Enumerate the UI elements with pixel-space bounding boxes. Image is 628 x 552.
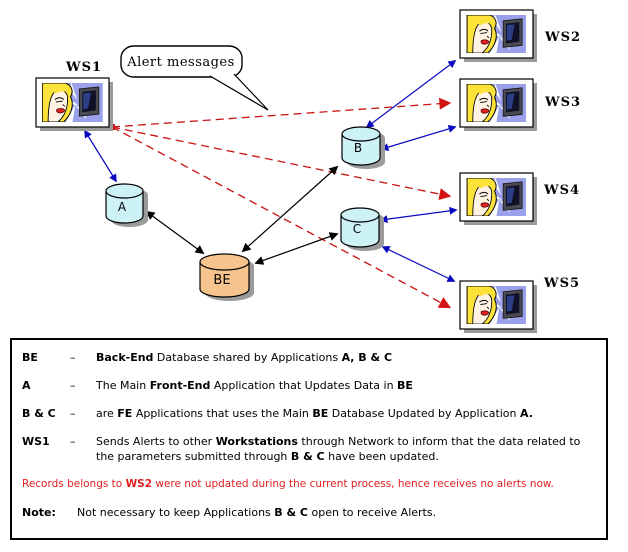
- legend-row-ws1: WS1 – Sends Alerts to other Workstations…: [22, 434, 598, 464]
- legend-term: WS1: [22, 435, 50, 448]
- network-diagram: Alert messages A B C BE: [35, 9, 581, 333]
- ws5-icon: [466, 286, 527, 324]
- database-b: B: [341, 126, 385, 169]
- legend-note-row: Note: Not necessary to keep Applications…: [22, 505, 598, 520]
- ws4-icon: [466, 178, 527, 216]
- legend-note-desc: Not necessary to keep Applications B & C…: [77, 506, 437, 519]
- ws4-label: WS4: [543, 183, 580, 198]
- legend-note-term: Note:: [22, 506, 56, 519]
- legend-row-bc: B & C – are FE Applications that uses th…: [22, 406, 598, 421]
- legend-desc: The Main Front-End Application that Upda…: [96, 379, 413, 392]
- database-be-label: BE: [213, 273, 230, 288]
- legend-term: B & C: [22, 407, 56, 420]
- ws3-icon: [466, 84, 527, 122]
- legend-dash: –: [70, 407, 76, 420]
- ws1-label: WS1: [65, 60, 102, 75]
- link-b-be: [241, 165, 339, 253]
- ws2-node: [459, 9, 537, 62]
- legend-desc: Sends Alerts to other Workstations throu…: [96, 435, 581, 463]
- legend-desc: Back-End Database shared by Applications…: [96, 351, 393, 364]
- database-links: [145, 165, 339, 265]
- database-c: C: [340, 207, 384, 251]
- link-c-ws5: [381, 246, 456, 282]
- link-b-ws2: [365, 60, 457, 128]
- link-c-be: [254, 232, 339, 265]
- database-c-label: C: [353, 222, 361, 236]
- database-a: A: [105, 183, 148, 228]
- legend-row-a: A – The Main Front-End Application that …: [22, 378, 598, 393]
- ws5-node: [459, 280, 537, 333]
- alert-callout: Alert messages: [120, 45, 269, 111]
- link-a-be: [145, 210, 205, 255]
- link-ws1-a: [84, 129, 117, 183]
- network-links: [84, 60, 458, 282]
- alert-link-ws1-ws3: [111, 97, 452, 128]
- alert-link-ws1-ws4: [111, 126, 452, 200]
- legend-row-be: BE – Back-End Database shared by Applica…: [22, 350, 598, 365]
- legend-dash: –: [70, 351, 76, 364]
- ws2-label: WS2: [544, 30, 581, 45]
- database-b-label: B: [354, 141, 362, 155]
- legend-term: BE: [22, 351, 38, 364]
- link-b-ws3: [380, 125, 457, 151]
- ws3-label: WS3: [544, 95, 581, 110]
- ws3-node: [459, 78, 537, 131]
- legend-dash: –: [70, 435, 76, 448]
- ws1-node: [35, 77, 113, 131]
- ws1-icon: [42, 83, 103, 122]
- legend-box: BE – Back-End Database shared by Applica…: [10, 338, 608, 540]
- alert-callout-bubble: [120, 45, 243, 78]
- database-be: BE: [199, 253, 254, 301]
- alert-links: [109, 97, 452, 309]
- ws5-label: WS5: [543, 276, 580, 291]
- legend-dash: –: [70, 379, 76, 392]
- alert-callout-pointer: [209, 73, 269, 111]
- legend-term: A: [22, 379, 31, 392]
- link-c-ws4: [379, 206, 458, 224]
- alert-callout-label: Alert messages: [126, 55, 235, 70]
- ws2-icon: [466, 15, 527, 53]
- ws4-node: [459, 172, 537, 225]
- database-a-label: A: [118, 200, 127, 214]
- legend-desc: are FE Applications that uses the Main B…: [96, 407, 533, 420]
- legend-alert-note: Records belongs to WS2 were not updated …: [22, 478, 554, 490]
